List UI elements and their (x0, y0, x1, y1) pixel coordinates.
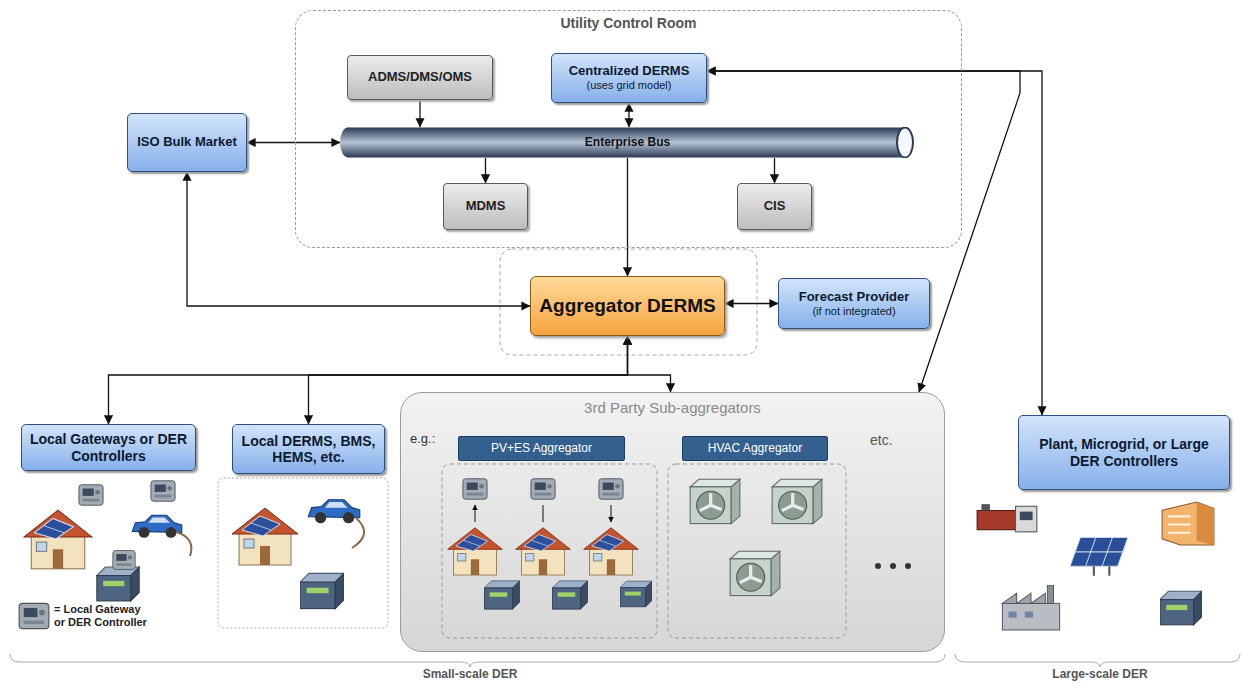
gateway-icon (19, 603, 49, 628)
node-title: HVAC Aggregator (708, 442, 803, 456)
car-icon (308, 500, 360, 524)
legend-note: = Local Gateway or DER Controller (54, 603, 154, 628)
drawing-part (905, 563, 911, 569)
flow-arrow (628, 103, 629, 127)
house-icon (232, 508, 298, 565)
node-title: Utility Control Room (296, 15, 961, 31)
hvac-icon (772, 479, 822, 523)
drawing-part (890, 563, 896, 569)
group-outline (218, 478, 388, 628)
house-icon (584, 528, 639, 575)
flow-arrow (309, 336, 628, 424)
flow-arrow (485, 158, 486, 183)
aggregator-tab: HVAC Aggregator (682, 436, 828, 461)
more-dots (875, 563, 911, 569)
hvac-icon (690, 479, 740, 523)
link-arrow (475, 505, 611, 522)
flow-arrow (725, 303, 778, 304)
battery-icon (1160, 591, 1202, 625)
region-box: 3rd Party Sub-aggregatorsPV+ES Aggregato… (400, 392, 945, 652)
charge-cable (352, 518, 364, 548)
gateway-icon (79, 485, 103, 505)
node-title: Enterprise Bus (585, 136, 670, 150)
battery-icon (620, 581, 652, 607)
gateway-icon (463, 479, 487, 499)
market-box: ISO Bulk Market (127, 113, 247, 172)
note-text: etc. (870, 432, 920, 448)
provider-box: Forecast Provider(if not integrated) (778, 278, 930, 329)
note-text: e.g.: (410, 432, 450, 447)
node-title: MDMS (466, 199, 506, 214)
node-title: Forecast Provider (799, 290, 910, 305)
node-title: 3rd Party Sub-aggregators (401, 399, 944, 416)
pv-es-sites (448, 479, 652, 609)
flow-arrow (707, 71, 1020, 392)
flow-arrow (774, 158, 775, 183)
region-ground (401, 393, 945, 652)
flow-arrow (628, 336, 671, 392)
house-icon (516, 528, 571, 575)
battery-icon (97, 567, 139, 601)
node-subtitle: (if not integrated) (812, 305, 895, 318)
bus-body (348, 128, 905, 158)
group-outline (442, 464, 657, 638)
flow-arrow (627, 158, 628, 276)
flow-arrow (109, 336, 628, 424)
gateway-icon (531, 479, 555, 499)
aggregator-box: Aggregator DERMS (530, 276, 725, 336)
bus-cylinder: Enterprise Bus (340, 127, 915, 158)
system-box: Centralized DERMS(uses grid model) (551, 53, 707, 103)
node-title: ISO Bulk Market (137, 135, 237, 150)
factory-icon (1002, 585, 1059, 630)
node-subtitle: (uses grid model) (587, 79, 672, 92)
house-icon (448, 528, 503, 575)
group-label: Large-scale DER (1000, 668, 1200, 682)
aggregator-zone (500, 249, 757, 355)
battery-icon (552, 581, 587, 609)
node-title: Local DERMS, BMS, HEMS, etc. (239, 433, 378, 465)
node-title: PV+ES Aggregator (491, 442, 592, 456)
flow-arrow (707, 71, 1042, 415)
solar-array-icon (1070, 537, 1128, 575)
node-title: Centralized DERMS (569, 64, 690, 79)
battery-icon (300, 573, 344, 608)
drawing-part (875, 563, 881, 569)
node-title: Plant, Microgrid, or Large DER Controlle… (1025, 436, 1223, 468)
gateway-icon (151, 481, 175, 501)
flow-arrow (419, 100, 420, 127)
controller-box: Local Gateways or DER Controllers (21, 424, 196, 471)
car-icon (132, 515, 182, 538)
node-title: ADMS/DMS/OMS (368, 70, 472, 85)
flow-arrow (247, 142, 340, 143)
system-box: MDMS (443, 183, 528, 230)
gateway-icon (113, 551, 135, 570)
node-title: Aggregator DERMS (539, 295, 715, 317)
group-brace (955, 654, 1240, 667)
group-label: Small-scale DER (370, 668, 570, 682)
system-box: CIS (737, 183, 812, 230)
aggregator-tab: PV+ES Aggregator (458, 436, 625, 461)
region-box: Utility Control RoomADMS/DMS/OMS Centrali… (295, 10, 962, 248)
battery-icon (484, 581, 519, 609)
group-brace (10, 654, 945, 667)
house-icon (24, 510, 92, 569)
building-icon (1162, 502, 1214, 545)
controller-box: Local DERMS, BMS, HEMS, etc. (232, 424, 385, 474)
node-title: CIS (764, 199, 786, 214)
system-box: ADMS/DMS/OMS (347, 55, 493, 100)
generator-icon (977, 504, 1037, 532)
controller-box: Plant, Microgrid, or Large DER Controlle… (1018, 415, 1230, 490)
gateway-icon (599, 479, 623, 499)
hvac-icon (730, 551, 780, 595)
flow-arrow (187, 172, 530, 306)
bus-end (897, 128, 913, 158)
group-outline (668, 464, 846, 638)
charge-cable (176, 532, 191, 556)
node-title: Local Gateways or DER Controllers (28, 431, 189, 463)
